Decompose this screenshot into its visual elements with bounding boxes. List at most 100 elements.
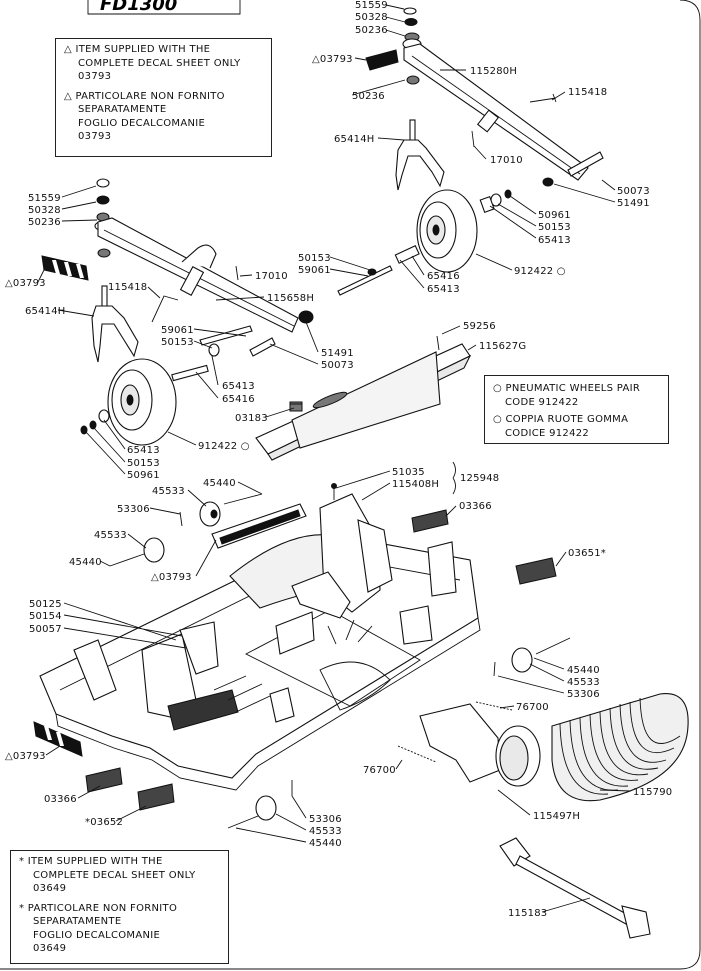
springs bbox=[397, 701, 513, 763]
note-top-line-8: 03793 bbox=[78, 131, 112, 142]
part-label: 50073 bbox=[617, 186, 650, 197]
top-right-wheel-assembly bbox=[337, 7, 604, 296]
note-wheels-line-3: ○ COPPIA RUOTE GOMMA bbox=[493, 414, 629, 425]
part-label: 912422 ○ bbox=[514, 266, 566, 277]
part-label: 45440 bbox=[203, 478, 236, 489]
left-wheel-assembly bbox=[41, 178, 314, 446]
part-label: 45533 bbox=[567, 677, 600, 688]
part-label: 45440 bbox=[309, 838, 342, 849]
note-top-line-2: COMPLETE DECAL SHEET ONLY bbox=[78, 57, 241, 69]
part-label: 59061 bbox=[161, 325, 194, 336]
note-top-line-5: △ PARTICOLARE NON FORNITO bbox=[64, 90, 225, 102]
leader-lines bbox=[37, 4, 632, 913]
part-label: 115183 bbox=[508, 908, 548, 919]
title-box bbox=[87, 0, 241, 15]
part-label: 17010 bbox=[490, 155, 523, 166]
decal-note-bottom: * ITEM SUPPLIED WITH THE COMPLETE DECAL … bbox=[10, 850, 229, 964]
part-label: 03183 bbox=[235, 413, 268, 424]
part-label: 45440 bbox=[567, 665, 600, 676]
part-label: 03651* bbox=[568, 548, 607, 559]
part-label: 50057 bbox=[29, 624, 62, 635]
part-label: 50153 bbox=[298, 253, 331, 264]
part-label: 51559 bbox=[28, 193, 61, 204]
part-label: 50154 bbox=[29, 611, 62, 622]
pto-shaft bbox=[499, 837, 651, 939]
part-label: 53306 bbox=[567, 689, 600, 700]
part-label: 65414H bbox=[334, 134, 375, 145]
part-label: 125948 bbox=[460, 473, 500, 484]
part-label: 50073 bbox=[321, 360, 354, 371]
wheels-note: ○ PNEUMATIC WHEELS PAIR CODE 912422 ○ CO… bbox=[484, 375, 669, 444]
note-top-line-7: FOGLIO DECALCOMANIE bbox=[78, 117, 206, 129]
discharge-chute bbox=[419, 703, 541, 787]
deck-rollers bbox=[109, 493, 571, 829]
part-label: △03793 bbox=[312, 54, 353, 65]
hose-115790 bbox=[551, 693, 689, 802]
part-label: 115627G bbox=[479, 341, 527, 352]
note-bottom-line-8: 03649 bbox=[33, 943, 67, 954]
part-label: 115497H bbox=[533, 811, 581, 822]
part-label: 51035 bbox=[392, 467, 425, 478]
part-label: 45533 bbox=[94, 530, 127, 541]
part-label: 115658H bbox=[267, 293, 315, 304]
part-label: 45533 bbox=[309, 826, 342, 837]
part-label: 50328 bbox=[28, 205, 61, 216]
part-label: 45533 bbox=[152, 486, 185, 497]
part-label: 51559 bbox=[355, 0, 388, 11]
note-bottom-line-2: COMPLETE DECAL SHEET ONLY bbox=[33, 869, 196, 881]
part-label: 03366 bbox=[44, 794, 77, 805]
note-bottom-line-5: * PARTICOLARE NON FORNITO bbox=[19, 902, 178, 914]
roller-115627g bbox=[255, 335, 472, 461]
part-label: △03793 bbox=[5, 278, 46, 289]
part-label: 76700 bbox=[516, 702, 549, 713]
part-label: 65414H bbox=[25, 306, 66, 317]
note-bottom-line-3: 03649 bbox=[33, 883, 67, 894]
part-label: 17010 bbox=[255, 271, 288, 282]
part-label: 59256 bbox=[463, 321, 496, 332]
part-label: 50961 bbox=[538, 210, 571, 221]
note-top-line-3: 03793 bbox=[78, 71, 112, 82]
note-bottom-line-6: SEPARATAMENTE bbox=[33, 916, 122, 927]
part-label: 53306 bbox=[117, 504, 150, 515]
part-label: △03793 bbox=[151, 572, 192, 583]
part-label: 65416 bbox=[222, 394, 255, 405]
part-label: 50961 bbox=[127, 470, 160, 481]
part-label: 76700 bbox=[363, 765, 396, 776]
note-wheels-line-1: ○ PNEUMATIC WHEELS PAIR bbox=[493, 383, 641, 394]
mower-deck bbox=[33, 403, 557, 811]
part-label: 65413 bbox=[222, 381, 255, 392]
part-label: 51491 bbox=[617, 198, 650, 209]
part-label: 50236 bbox=[355, 25, 388, 36]
part-label: 115418 bbox=[568, 87, 608, 98]
part-label: 65413 bbox=[427, 284, 460, 295]
part-label: 50236 bbox=[28, 217, 61, 228]
note-bottom-line-1: * ITEM SUPPLIED WITH THE bbox=[19, 856, 163, 867]
part-label: 59061 bbox=[298, 265, 331, 276]
part-label: 03366 bbox=[459, 501, 492, 512]
note-wheels-line-2: CODE 912422 bbox=[505, 396, 579, 408]
part-label: 45440 bbox=[69, 557, 102, 568]
part-label: *03652 bbox=[85, 817, 124, 828]
note-bottom-line-7: FOGLIO DECALCOMANIE bbox=[33, 929, 161, 941]
part-label: 65413 bbox=[127, 445, 160, 456]
part-label: 50153 bbox=[161, 337, 194, 348]
note-wheels-line-4: CODICE 912422 bbox=[505, 427, 590, 439]
part-label: 50328 bbox=[355, 12, 388, 23]
part-label: 50236 bbox=[352, 91, 385, 102]
part-label: 115280H bbox=[470, 66, 518, 77]
part-label: 50153 bbox=[538, 222, 571, 233]
part-label: 51491 bbox=[321, 348, 354, 359]
part-label: 912422 ○ bbox=[198, 441, 250, 452]
part-label: 53306 bbox=[309, 814, 342, 825]
note-top-line-1: △ ITEM SUPPLIED WITH THE bbox=[64, 44, 211, 55]
part-label: 50153 bbox=[127, 458, 160, 469]
part-label: 115418 bbox=[108, 282, 148, 293]
note-top-line-6: SEPARATAMENTE bbox=[78, 104, 167, 115]
part-label: 65416 bbox=[427, 271, 460, 282]
part-label: △03793 bbox=[5, 751, 46, 762]
part-label: 115408H bbox=[392, 479, 440, 490]
part-label: 115790 bbox=[633, 787, 673, 798]
